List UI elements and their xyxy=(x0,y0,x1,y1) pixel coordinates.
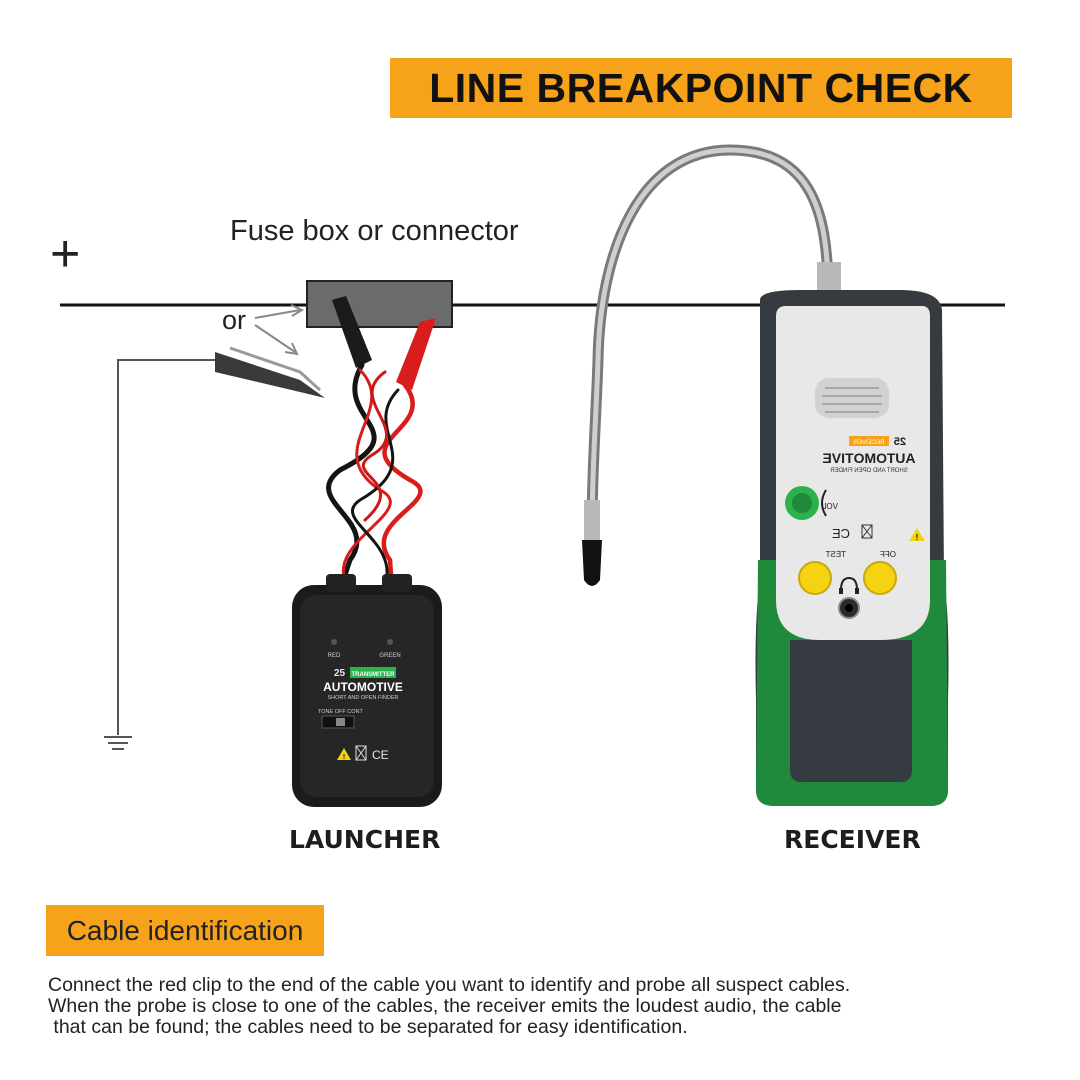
description-line: that can be found; the cables need to be… xyxy=(48,1016,688,1038)
ground-clip-icon xyxy=(215,346,325,398)
receiver-probe xyxy=(582,144,841,586)
headphone-icon xyxy=(839,576,859,594)
receiver-badge: RECEIVER xyxy=(853,440,884,446)
led-green-label: GREEN xyxy=(379,653,400,659)
launcher-ce-mark: CE xyxy=(372,748,389,762)
svg-text:!: ! xyxy=(916,533,919,542)
black-clip-icon xyxy=(332,296,372,368)
receiver-device: 25 RECEIVER AUTOMOTIVE SHORT AND OPEN FI… xyxy=(755,290,949,806)
off-button[interactable] xyxy=(863,561,897,595)
recycle-bin-icon xyxy=(355,745,367,761)
vol-label: VOL xyxy=(821,502,838,511)
page-title: LINE BREAKPOINT CHECK xyxy=(429,64,973,111)
positive-terminal-symbol: + xyxy=(50,225,81,283)
launcher-subtitle: SHORT AND OPEN FINDER xyxy=(327,695,398,701)
launcher-brand: AUTOMOTIVE xyxy=(323,680,403,694)
launcher-caption: LAUNCHER xyxy=(289,825,441,854)
switch-label: TONE OFF CONT xyxy=(318,709,363,715)
ground-wire xyxy=(117,359,230,735)
fuse-box-label: Fuse box or connector xyxy=(230,215,519,247)
receiver-brand: AUTOMOTIVE xyxy=(822,450,915,466)
led-red-label: RED xyxy=(328,653,341,659)
red-clip-icon xyxy=(396,318,436,390)
test-leads xyxy=(326,362,423,593)
ground-symbol-icon xyxy=(104,736,132,750)
speaker-grille xyxy=(815,378,889,418)
test-label: TEST xyxy=(825,550,846,559)
or-label: or xyxy=(222,305,247,335)
receiver-ce-mark: CE xyxy=(832,526,850,541)
svg-text:!: ! xyxy=(343,754,345,761)
cable-identification-banner: Cable identification xyxy=(46,905,324,956)
volume-knob-icon xyxy=(785,486,827,520)
receiver-subtitle: SHORT AND OPEN FINDER xyxy=(830,468,908,474)
launcher-device: RED GREEN 25 TRANSMITTER AUTOMOTIVE SHOR… xyxy=(292,574,442,807)
receiver-caption: RECEIVER xyxy=(784,825,921,854)
launcher-model: 25 xyxy=(334,668,346,679)
cable-identification-heading: Cable identification xyxy=(66,914,304,946)
cable-identification-description: Connect the red clip to the end of the c… xyxy=(48,975,1048,1038)
description-line: When the probe is close to one of the ca… xyxy=(48,995,842,1017)
recycle-bin-icon xyxy=(861,524,873,539)
warning-icon: ! xyxy=(337,748,351,761)
off-label: OFF xyxy=(880,550,896,559)
receiver-model: 25 xyxy=(894,436,906,448)
transmitter-badge: TRANSMITTER xyxy=(352,672,396,678)
arrow-icon xyxy=(254,304,305,356)
description-line: Connect the red clip to the end of the c… xyxy=(48,974,851,996)
warning-icon: ! xyxy=(909,528,925,542)
fuse-box xyxy=(306,280,453,328)
wiring-diagram: RED GREEN 25 TRANSMITTER AUTOMOTIVE SHOR… xyxy=(60,144,1005,807)
title-banner: LINE BREAKPOINT CHECK xyxy=(390,58,1012,118)
test-button[interactable] xyxy=(798,561,832,595)
